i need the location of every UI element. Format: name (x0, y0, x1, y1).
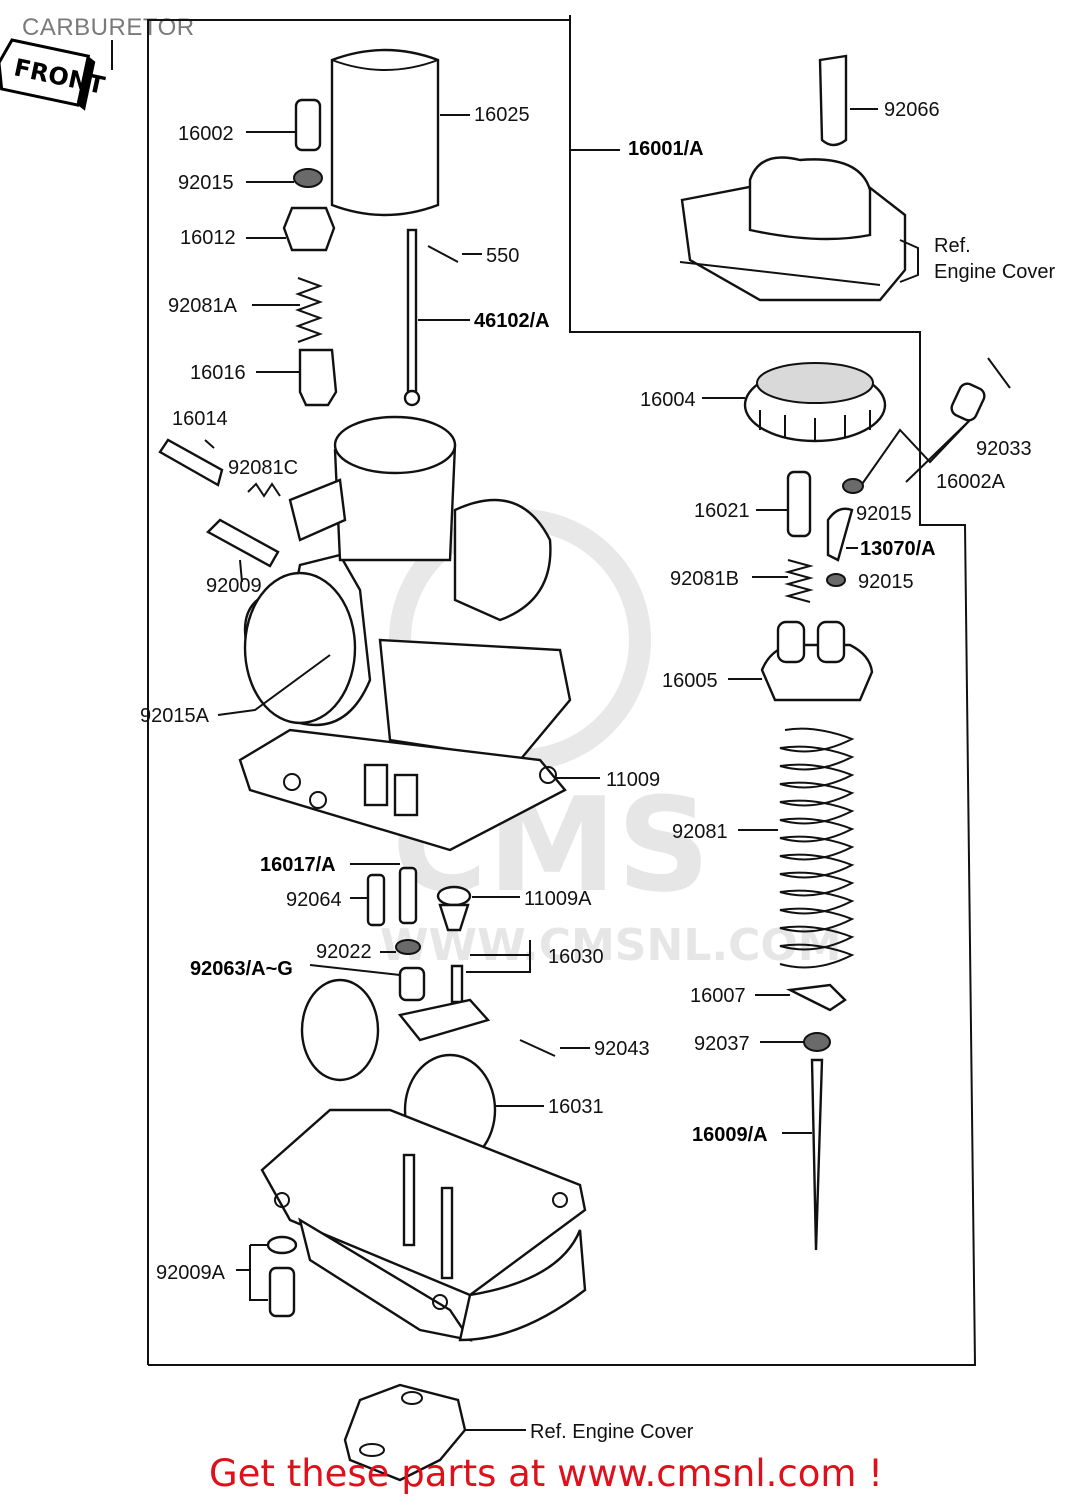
part-92081 (779, 727, 855, 969)
label-92033: 92033 (976, 438, 1032, 460)
part-92081c (247, 482, 281, 498)
bottom-bracket (343, 1383, 467, 1482)
part-92015-low (826, 573, 846, 587)
label-92015-top: 92015 (178, 172, 234, 194)
label-ref-engine-cover-top-1: Ref. (934, 235, 971, 257)
float-bowl (260, 1108, 587, 1342)
label-ref-engine-cover-top-2: Engine Cover (934, 261, 1056, 283)
part-16016 (298, 348, 338, 407)
label-92015-low: 92015 (858, 571, 914, 593)
label-16025: 16025 (474, 104, 530, 126)
part-16030 (450, 964, 464, 1004)
label-16005: 16005 (662, 670, 718, 692)
label-92037: 92037 (694, 1033, 750, 1055)
part-92009a (266, 1235, 298, 1318)
part-92043 (519, 1039, 556, 1057)
part-92033 (987, 357, 1011, 389)
label-ref-engine-cover-bottom: Ref. Engine Cover (530, 1421, 694, 1443)
label-16002a: 16002A (936, 471, 1006, 493)
part-16012 (282, 206, 336, 252)
part-46102a (403, 228, 421, 407)
diagram-title: CARBURETOR (22, 14, 195, 41)
label-16007: 16007 (690, 985, 746, 1007)
label-16021: 16021 (694, 500, 750, 522)
label-92015-mid: 92015 (856, 503, 912, 525)
part-92066 (818, 54, 848, 147)
part-16005 (760, 620, 874, 702)
label-92043: 92043 (594, 1038, 650, 1060)
label-16031: 16031 (548, 1096, 604, 1118)
mid-right-small (784, 470, 864, 603)
part-550 (427, 245, 459, 263)
part-16007 (785, 983, 847, 1012)
label-92066: 92066 (884, 99, 940, 121)
leader-lines (204, 108, 971, 1431)
label-16012: 16012 (180, 227, 236, 249)
part-92081b (784, 559, 814, 603)
label-16016: 16016 (190, 362, 246, 384)
left-bolts (158, 438, 281, 568)
part-16014 (158, 438, 224, 487)
part-92063 (398, 966, 426, 1002)
part-92009 (206, 518, 280, 568)
part-92037 (803, 1032, 831, 1052)
part-11009a (436, 885, 472, 907)
carb-body (238, 415, 572, 852)
label-16014: 16014 (172, 408, 228, 430)
left-stack (282, 98, 338, 407)
label-92015a: 92015A (140, 705, 210, 727)
label-16001a: 16001/A (628, 138, 704, 160)
part-16002a (859, 357, 1011, 488)
label-92081a: 92081A (168, 295, 238, 317)
label-92081: 92081 (672, 821, 728, 843)
part-92015-top (293, 168, 323, 188)
label-92009a: 92009A (156, 1262, 226, 1284)
label-550: 550 (486, 245, 519, 267)
label-92081c: 92081C (228, 457, 298, 479)
part-16009a (810, 1058, 824, 1251)
label-46102a: 46102/A (474, 310, 550, 332)
part-16001a (679, 54, 907, 302)
label-16004: 16004 (640, 389, 696, 411)
part-92064 (366, 873, 386, 927)
jets (366, 866, 472, 1004)
label-16002: 16002 (178, 123, 234, 145)
label-92064: 92064 (286, 889, 342, 911)
label-11009: 11009 (606, 769, 660, 791)
part-16017a (398, 866, 418, 925)
label-92022: 92022 (316, 941, 372, 963)
part-92081a (295, 277, 323, 343)
part-labels: 16002 92015 16012 92081A 16016 16025 550… (140, 99, 1056, 1443)
part-13070a (826, 507, 854, 562)
part-16021 (786, 470, 812, 538)
needle-group (785, 983, 847, 1251)
part-16002 (294, 98, 322, 152)
front-badge: FRONT (0, 38, 108, 111)
assembly-frame (111, 15, 977, 1366)
label-16017a: 16017/A (260, 854, 336, 876)
label-13070a: 13070/A (860, 538, 936, 560)
cta-link[interactable]: Get these parts at www.cmsnl.com ! (208, 1452, 883, 1495)
label-16009a: 16009/A (692, 1124, 768, 1146)
part-92022 (395, 939, 421, 955)
part-92015-mid (842, 478, 864, 494)
part-16025 (330, 48, 440, 217)
label-92063: 92063/A~G (190, 958, 293, 980)
label-92081b: 92081B (670, 568, 739, 590)
label-16030: 16030 (548, 946, 604, 968)
label-92009: 92009 (206, 575, 262, 597)
label-11009a: 11009A (524, 888, 592, 910)
part-16004 (743, 362, 887, 443)
